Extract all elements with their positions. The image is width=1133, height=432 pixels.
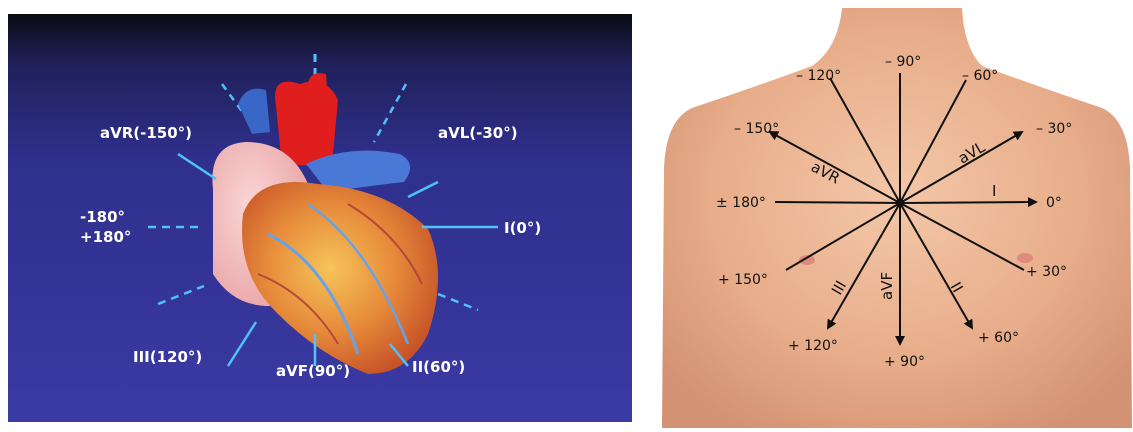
angle-zero: 0°	[1046, 195, 1062, 211]
heart-illustration: aVR(-150°) aVL(-30°) -180° +180° I(0°) I…	[8, 14, 632, 422]
label-i: I(0°)	[504, 219, 541, 237]
angle-pm-180: ± 180°	[716, 195, 766, 211]
label-minus-180: -180°	[80, 208, 125, 226]
angle-minus-90: – 90°	[885, 54, 921, 70]
axis-180	[775, 202, 900, 203]
angle-plus-150: + 150°	[718, 272, 768, 288]
hexaxial-chest-diagram: – 90° – 120° – 60° – 150° – 30° ± 180° 0…	[662, 8, 1132, 428]
angle-plus-60: + 60°	[978, 330, 1019, 346]
angle-minus-60: – 60°	[962, 68, 998, 84]
angle-plus-90: + 90°	[884, 354, 925, 370]
axis-i-arrow	[900, 202, 1036, 203]
right-nipple	[1017, 253, 1033, 263]
angle-minus-120: – 120°	[796, 68, 841, 84]
lead-label-i: I	[992, 182, 996, 200]
heart-axis-panel: aVR(-150°) aVL(-30°) -180° +180° I(0°) I…	[8, 14, 632, 422]
label-iii: III(120°)	[133, 348, 202, 366]
label-ii: II(60°)	[412, 358, 465, 376]
angle-minus-30: – 30°	[1036, 121, 1072, 137]
chest-axis-panel: – 90° – 120° – 60° – 150° – 30° ± 180° 0…	[662, 8, 1132, 428]
axis-origin	[896, 199, 904, 207]
label-avf: aVF(90°)	[276, 362, 350, 380]
label-plus-180: +180°	[80, 228, 131, 246]
angle-plus-120: + 120°	[788, 338, 838, 354]
label-avr: aVR(-150°)	[100, 124, 192, 142]
lead-label-avf: aVF	[878, 272, 896, 300]
angle-minus-150: – 150°	[734, 121, 779, 137]
label-avl: aVL(-30°)	[438, 124, 518, 142]
angle-plus-30: + 30°	[1026, 264, 1067, 280]
